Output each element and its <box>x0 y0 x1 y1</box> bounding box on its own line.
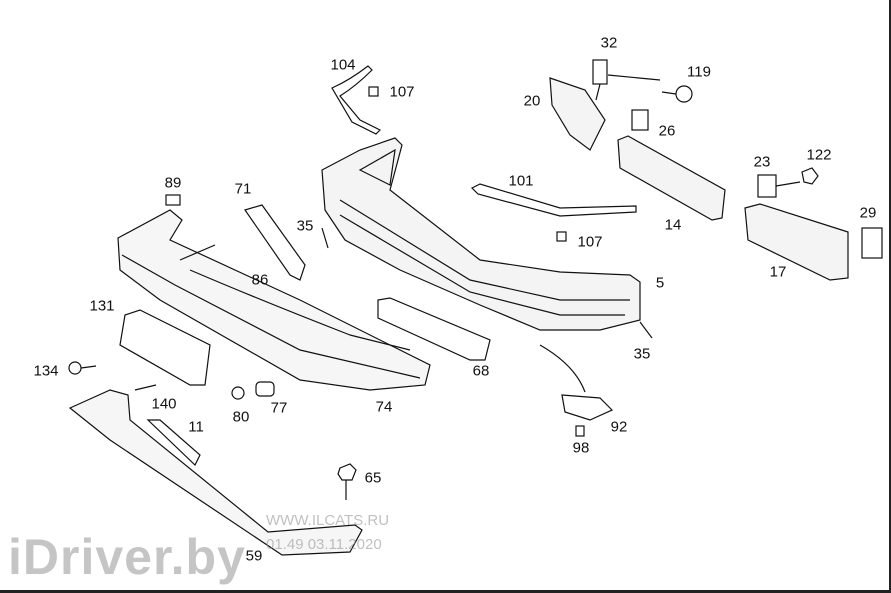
watermark-site: WWW.ILCATS.RU <box>266 512 390 529</box>
label-101: 101 <box>508 172 534 190</box>
part-5-bumper <box>321 137 641 331</box>
part-104-trim <box>331 65 382 135</box>
part-122-nut <box>801 167 819 185</box>
part-77-bushing <box>255 381 275 397</box>
label-80: 80 <box>232 408 250 426</box>
label-122: 122 <box>806 146 832 164</box>
label-131: 131 <box>89 297 115 315</box>
label-104: 104 <box>330 56 356 74</box>
part-92-bracket <box>561 394 614 421</box>
part-68-strip <box>377 297 491 361</box>
part-17-absorber <box>744 203 849 281</box>
watermark-brand: iDriver.by <box>8 529 246 585</box>
part-32-bracket <box>592 59 608 85</box>
part-131-plate <box>119 309 211 386</box>
label-89: 89 <box>164 174 182 192</box>
part-29-plate <box>861 227 883 259</box>
label-14: 14 <box>664 216 682 234</box>
part-23-clip <box>757 174 777 198</box>
label-11: 11 <box>188 418 204 436</box>
label-20: 20 <box>523 92 541 110</box>
part-71-strip <box>244 204 306 281</box>
part-86-harness <box>179 244 411 351</box>
label-32: 32 <box>600 34 618 52</box>
label-140: 140 <box>151 395 177 413</box>
label-59: 59 <box>245 547 263 565</box>
label-35: 35 <box>296 217 314 235</box>
label-119: 119 <box>687 63 711 81</box>
label-35b: 35 <box>633 345 651 363</box>
label-5: 5 <box>655 274 665 292</box>
label-23: 23 <box>753 153 771 171</box>
part-107b-clip <box>556 231 567 242</box>
label-26: 26 <box>658 122 676 140</box>
part-59-spoiler <box>68 389 363 556</box>
part-101-strip <box>470 183 637 217</box>
watermark-stamp: 01.49 03.11.2020 <box>266 536 382 553</box>
part-14-absorber <box>617 135 726 221</box>
label-17: 17 <box>769 263 787 281</box>
part-11-grille <box>146 419 201 466</box>
part-74-bumper-cover <box>117 209 431 391</box>
part-107-clip <box>368 86 379 97</box>
label-107: 107 <box>389 83 415 101</box>
part-80-nut <box>231 386 245 400</box>
part-89-clip <box>165 194 181 206</box>
part-140-screw <box>134 384 157 391</box>
label-71: 71 <box>234 180 252 198</box>
part-65-screw <box>337 463 357 481</box>
label-65: 65 <box>364 469 382 487</box>
part-20-bracket <box>549 77 606 151</box>
label-134: 134 <box>33 362 59 380</box>
label-74: 74 <box>375 398 393 416</box>
part-134-screw <box>68 361 82 375</box>
label-92: 92 <box>610 418 628 436</box>
label-86: 86 <box>251 271 269 289</box>
label-29: 29 <box>859 204 877 222</box>
part-35b-bolt <box>639 321 653 339</box>
label-98: 98 <box>572 439 590 457</box>
label-107b: 107 <box>577 233 603 251</box>
part-35-bolt <box>321 227 329 249</box>
part-26-clip <box>631 109 649 131</box>
label-77: 77 <box>270 399 288 417</box>
part-98-nut <box>575 425 585 437</box>
label-68: 68 <box>472 362 490 380</box>
part-119-bolt <box>675 85 693 103</box>
